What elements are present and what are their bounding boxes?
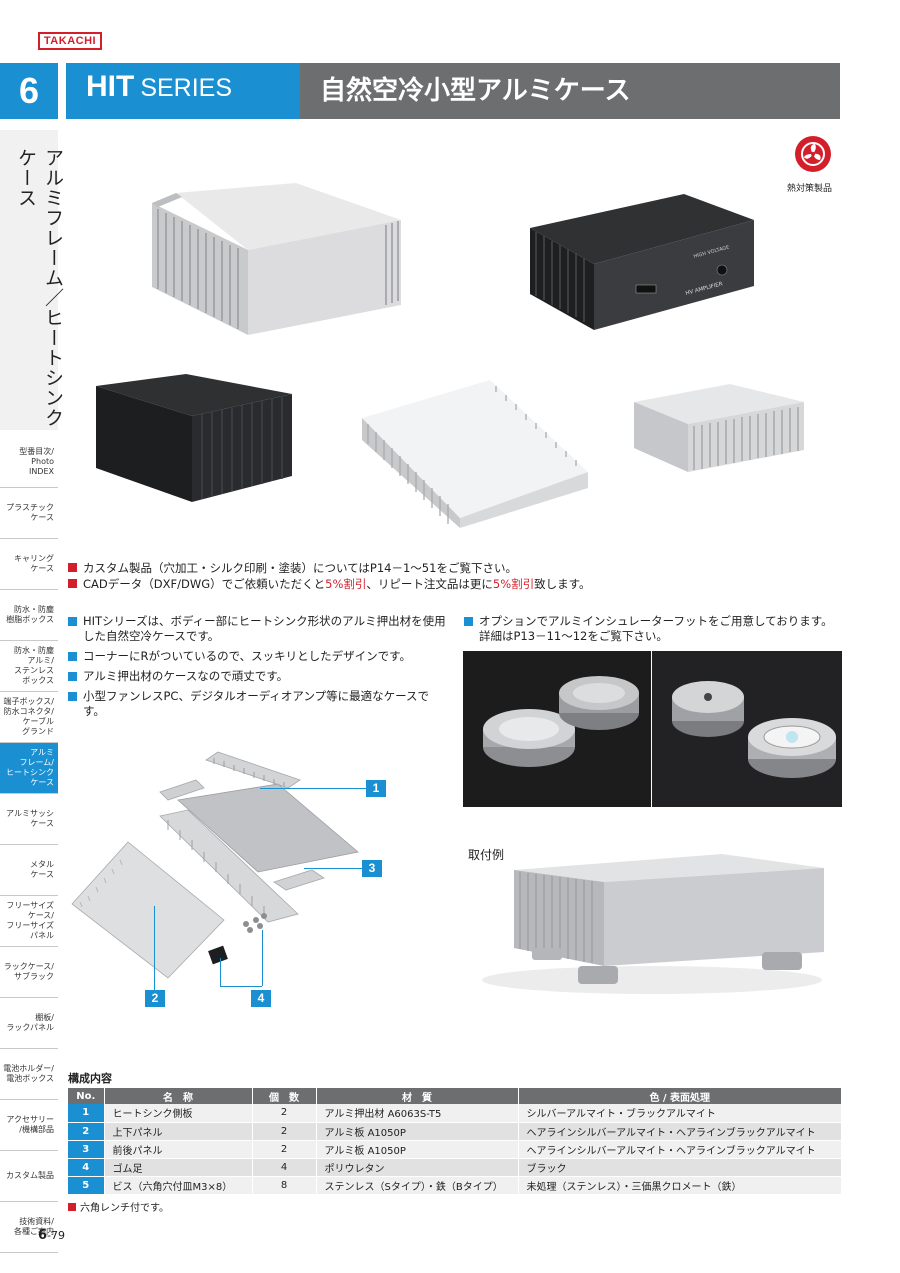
page-title: 自然空冷小型アルミケース (300, 63, 840, 119)
notice-custom: カスタム製品（穴加工・シルク印刷・塗装）についてはP14－1～51をご覧下さい。 (68, 560, 848, 576)
nav-item-rack-case[interactable]: ラックケース/ サブラック (0, 947, 58, 998)
callout-3: 3 (362, 860, 382, 877)
side-category-title: アルミフレーム／ヒートシンクケース (0, 130, 64, 430)
spec-header-no: No. (68, 1088, 105, 1104)
feature-item: HITシリーズは、ボディー部にヒートシンク形状のアルミ押出材を使用した自然空冷ケ… (68, 614, 448, 644)
feature-item: アルミ押出材のケースなので頑丈です。 (68, 669, 448, 684)
table-row: 4 ゴム足 4 ポリウレタン ブラック (68, 1158, 842, 1177)
spec-header-material: 材 質 (316, 1088, 519, 1104)
blue-bullet-icon (464, 617, 473, 626)
callout-2: 2 (145, 990, 165, 1007)
table-row: 2 上下パネル 2 アルミ板 A1050P ヘアラインシルバーアルマイト・ヘアラ… (68, 1122, 842, 1141)
callout-leader-1 (260, 788, 366, 789)
nav-item-plastic-case[interactable]: プラスチック ケース (0, 488, 58, 539)
callout-1: 1 (366, 780, 386, 797)
nav-item-custom[interactable]: カスタム製品 (0, 1151, 58, 1202)
product-photo-silver-small (634, 384, 804, 472)
callout-4: 4 (251, 990, 271, 1007)
product-photo-silver-large (152, 183, 401, 335)
series-suffix: SERIES (140, 74, 233, 102)
spec-header-finish: 色 / 表面処理 (518, 1088, 842, 1104)
nav-item-battery[interactable]: 電池ホルダー/ 電池ボックス (0, 1049, 58, 1100)
callout-leader-2 (154, 906, 155, 990)
spec-header-name: 名 称 (104, 1088, 253, 1104)
mounting-example-photo (482, 854, 824, 994)
side-category-label: アルミフレーム／ヒートシンクケース (15, 148, 64, 428)
nav-item-aluminum-sash[interactable]: アルミサッシ ケース (0, 794, 58, 845)
spec-header-qty: 個 数 (252, 1088, 317, 1104)
nav-item-technical[interactable]: 技術資料/ 各種ご案内 (0, 1202, 58, 1253)
mounting-example-label: 取付例 (468, 848, 505, 862)
feature-list: HITシリーズは、ボディー部にヒートシンク形状のアルミ押出材を使用した自然空冷ケ… (68, 614, 448, 724)
nav-item-free-size[interactable]: フリーサイズ ケース/ フリーサイズ パネル (0, 896, 58, 947)
nav-item-terminal-box[interactable]: 端子ボックス/ 防水コネクタ/ ケーブル グランド (0, 692, 58, 743)
red-bullet-icon (68, 579, 77, 588)
notice-discount: CADデータ（DXF/DWG）でご依頼いただくと5%割引、リピート注文品は更に5… (68, 576, 848, 592)
callout-leader-3 (304, 868, 362, 869)
series-name: HIT (86, 70, 135, 103)
chapter-number: 6 (0, 63, 58, 119)
red-bullet-icon (68, 1202, 76, 1211)
table-row: 1 ヒートシンク側板 2 アルミ押出材 A6063S-T5 シルバーアルマイト・… (68, 1104, 842, 1123)
nav-item-photo-index[interactable]: 型番目次/ Photo INDEX (0, 437, 58, 488)
feature-item: 小型ファンレスPC、デジタルオーディオアンプ等に最適なケースです。 (68, 689, 448, 719)
nav-item-aluminum-frame[interactable]: アルミ フレーム/ ヒートシンク ケース (0, 743, 58, 794)
callout-leader-4a (220, 958, 221, 986)
table-row: 5 ビス（六角穴付皿M3×8） 8 ステンレス（Sタイプ）・鉄（Bタイプ） 未処… (68, 1176, 842, 1195)
table-row: 3 前後パネル 2 アルミ板 A1050P ヘアラインシルバーアルマイト・ヘアラ… (68, 1140, 842, 1159)
blue-bullet-icon (68, 652, 77, 661)
blue-bullet-icon (68, 692, 77, 701)
product-photo-white-flat (362, 380, 588, 528)
nav-item-metal-case[interactable]: メタル ケース (0, 845, 58, 896)
callout-leader-4b (262, 930, 263, 986)
blue-bullet-icon (68, 672, 77, 681)
feature-item: コーナーにRがついているので、スッキリとしたデザインです。 (68, 649, 448, 664)
insulator-photo-bottom (652, 651, 842, 807)
product-photo-black-amplifier: HIGH VOLTAGE HV AMPLIFIER (530, 194, 754, 330)
page-number: 6-79 (38, 1228, 66, 1243)
nav-item-waterproof-metal[interactable]: 防水・防塵 アルミ/ ステンレス ボックス (0, 641, 58, 692)
spec-table-header: No. 名 称 個 数 材 質 色 / 表面処理 (68, 1088, 842, 1104)
blue-bullet-icon (68, 617, 77, 626)
side-nav: 型番目次/ Photo INDEX プラスチック ケース キャリング ケース 防… (0, 437, 58, 1253)
heat-countermeasure-label: 熱対策製品 (787, 184, 833, 194)
nav-item-carrying-case[interactable]: キャリング ケース (0, 539, 58, 590)
spec-note: 六角レンチ付です。 (68, 1199, 169, 1214)
callout-leader-4c (220, 986, 262, 987)
heat-countermeasure-icon (795, 136, 831, 172)
brand-logo: TAKACHI (38, 32, 102, 50)
notice-block: カスタム製品（穴加工・シルク印刷・塗装）についてはP14－1～51をご覧下さい。… (68, 560, 848, 592)
spec-table: No. 名 称 個 数 材 質 色 / 表面処理 1 ヒートシンク側板 2 アル… (68, 1088, 842, 1195)
insulator-photo-top (463, 651, 651, 807)
product-photo-black-small (96, 374, 292, 502)
red-bullet-icon (68, 563, 77, 572)
nav-item-shelf[interactable]: 棚板/ ラックパネル (0, 998, 58, 1049)
option-note: オプションでアルミインシュレーターフットをご用意しております。詳細はP13－11… (464, 614, 844, 644)
nav-item-waterproof-resin[interactable]: 防水・防塵 樹脂ボックス (0, 590, 58, 641)
spec-table-title: 構成内容 (68, 1072, 112, 1085)
nav-item-accessory[interactable]: アクセサリー /機構部品 (0, 1100, 58, 1151)
